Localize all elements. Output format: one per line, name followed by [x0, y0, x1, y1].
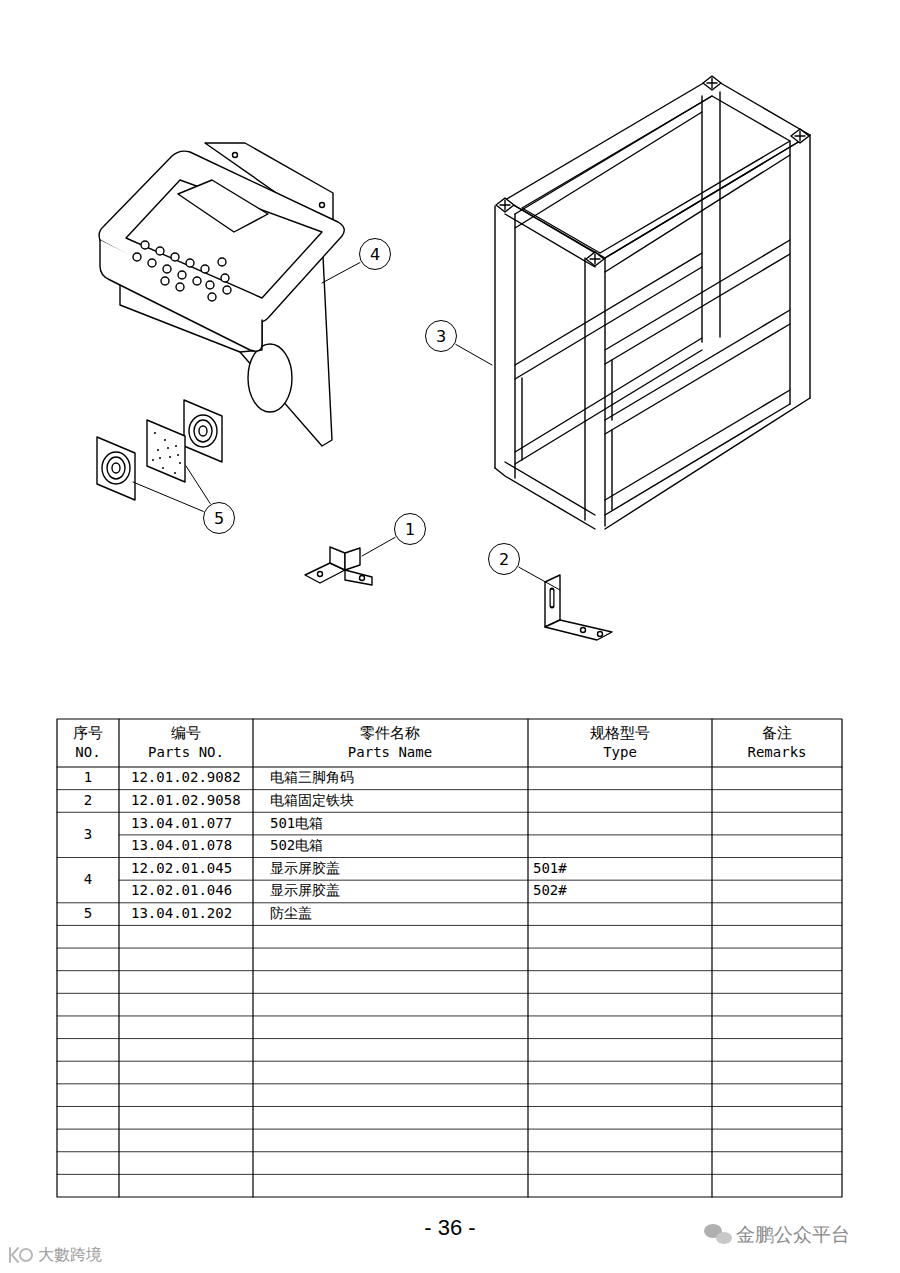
table-cell: 13.04.01.202	[131, 906, 232, 921]
fixing-block	[545, 575, 612, 640]
table-row-line	[57, 1106, 842, 1107]
table-row-line	[57, 1151, 842, 1152]
table-row-line	[57, 925, 842, 926]
table-cell: 备注	[762, 725, 792, 742]
table-cell: 502#	[533, 884, 567, 899]
table-row-line	[57, 1174, 842, 1175]
table-cell: 13.04.01.077	[131, 816, 232, 831]
callout-text: 4	[370, 245, 380, 264]
table-cell: 1	[84, 771, 92, 786]
table-cell: 13.04.01.078	[131, 839, 232, 854]
watermark: 金鹏公众平台	[736, 1224, 850, 1245]
leader-lines	[133, 263, 560, 591]
dust-covers	[97, 400, 222, 500]
watermark: 大數跨境	[38, 1246, 102, 1264]
table-row-line	[57, 1038, 842, 1039]
callout-number: 4	[359, 238, 391, 270]
table-cell: 电箱三脚角码	[270, 771, 354, 786]
table-cell: 12.01.02.9058	[131, 793, 241, 808]
table-cell: 显示屏胶盖	[270, 861, 340, 876]
callout-text: 1	[405, 520, 415, 539]
table-row-line	[57, 1061, 842, 1062]
electric-box-frame	[495, 76, 810, 529]
table-row-line	[57, 1015, 842, 1016]
table-cell: 零件名称	[360, 725, 420, 742]
display-cover	[99, 143, 344, 446]
page-number: - 36 -	[424, 1216, 475, 1240]
table-cell: NO.	[75, 745, 100, 760]
corner-bracket	[305, 547, 372, 585]
callout-text: 2	[499, 550, 509, 569]
table-cell: 12.01.02.9082	[131, 771, 241, 786]
table-cell: 4	[84, 872, 92, 887]
table-cell: 2	[84, 793, 92, 808]
table-cell: 12.02.01.046	[131, 884, 232, 899]
table-cell: 规格型号	[590, 725, 650, 742]
table-cell: 5	[84, 906, 92, 921]
table-cell: 电箱固定铁块	[270, 793, 354, 808]
wechat-icon	[704, 1224, 732, 1244]
table-row-line	[57, 993, 842, 994]
callout-number: 1	[394, 513, 426, 545]
table-row-line	[57, 857, 842, 858]
table-cell: 501电箱	[270, 816, 323, 831]
table-row-line	[57, 902, 842, 903]
callout-text: 3	[436, 327, 446, 346]
table-row-line	[57, 970, 842, 971]
table-row-line	[57, 812, 842, 813]
table-cell: Remarks	[747, 745, 806, 760]
callout-text: 5	[214, 509, 224, 528]
table-cell: 12.02.01.045	[131, 861, 232, 876]
table-cell: Type	[603, 745, 637, 760]
table-cell: 编号	[171, 725, 201, 742]
table-cell: 501#	[533, 861, 567, 876]
table-cell: 502电箱	[270, 839, 323, 854]
table-cell: Parts Name	[348, 745, 432, 760]
parts-table-grid	[57, 719, 842, 1197]
table-cell: 显示屏胶盖	[270, 884, 340, 899]
callout-number: 5	[203, 502, 235, 534]
table-cell: 3	[84, 827, 92, 842]
callout-number: 3	[425, 320, 457, 352]
table-cell: Parts NO.	[148, 745, 224, 760]
table-row-line	[57, 789, 842, 790]
table-row-line	[57, 1129, 842, 1130]
table-cell: 序号	[73, 725, 103, 742]
table-row-line	[57, 948, 842, 949]
table-row-line	[57, 1083, 842, 1084]
logo-icon	[10, 1248, 32, 1262]
callout-number: 2	[488, 543, 520, 575]
table-row-line	[119, 834, 842, 835]
table-cell: 防尘盖	[270, 906, 312, 921]
table-row-line	[119, 880, 842, 881]
